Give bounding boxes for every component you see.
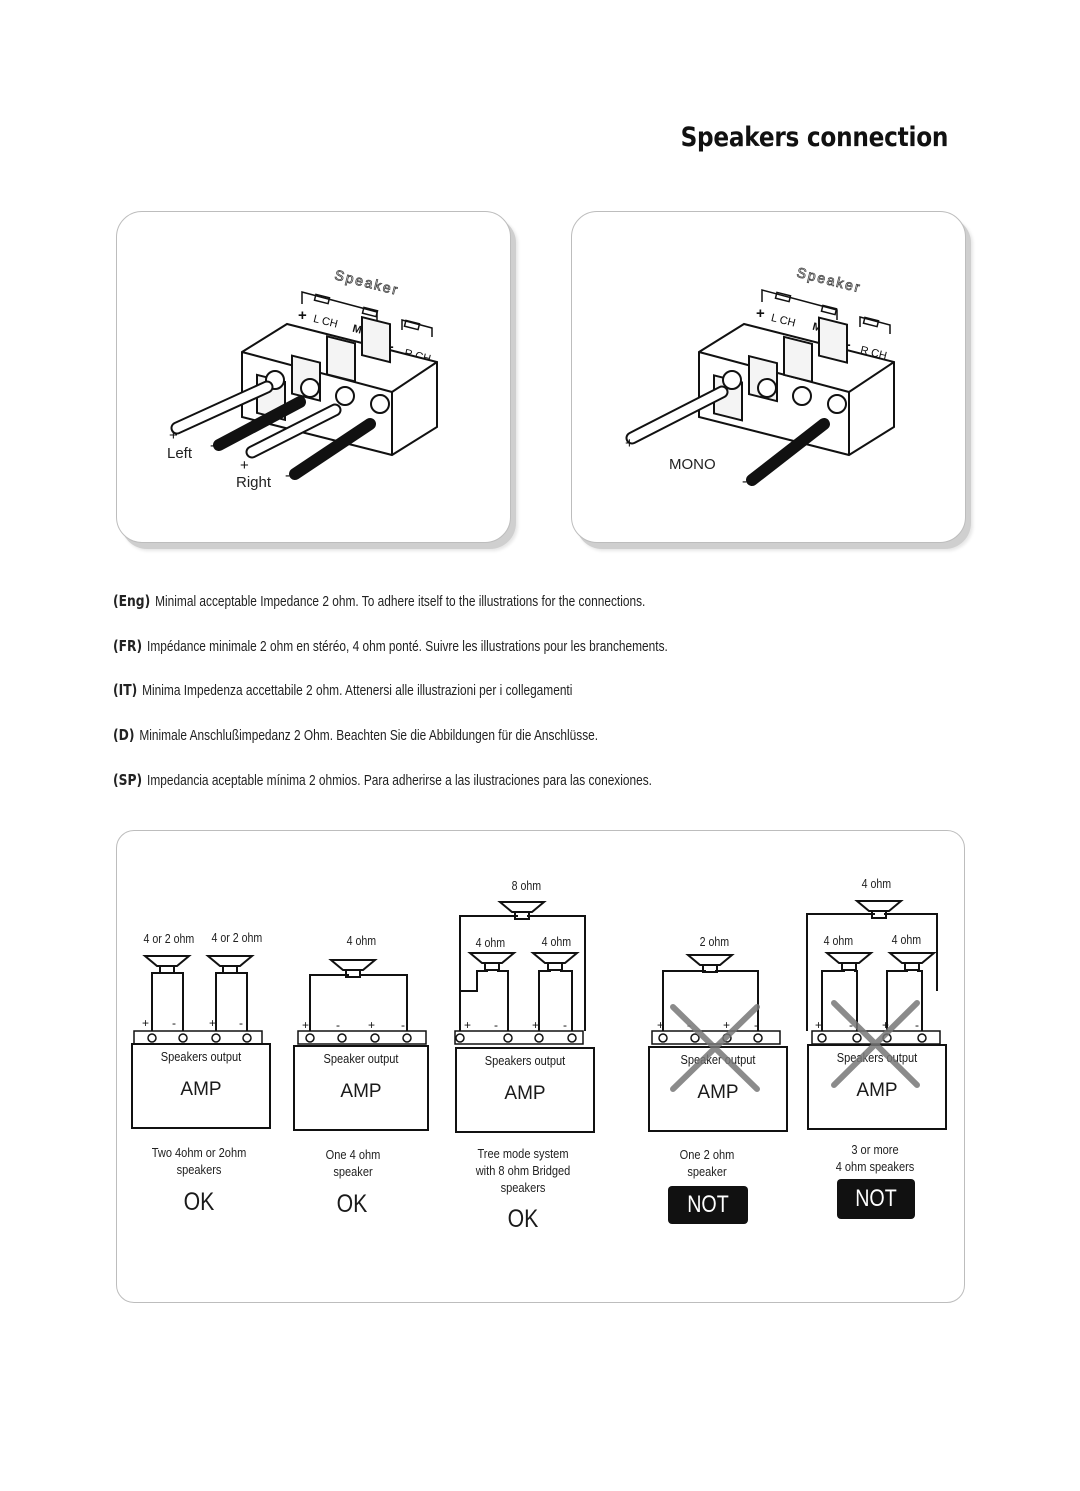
mono-terminal-illustration: Speaker + L CH MONO + R CH: [625, 264, 895, 490]
speakers-output-label: Speakers output: [160, 1049, 242, 1064]
stereo-connection-panel: Speaker + L CH MONO + R CH: [116, 211, 511, 543]
amp-label: AMP: [180, 1079, 222, 1100]
instruction-line-it: (IT)Minima Impedenza accettabile 2 ohm. …: [113, 681, 573, 699]
amplifier-box: Speakers output AMP: [455, 1047, 595, 1133]
not-ok-badge: NOT OK: [837, 1179, 915, 1252]
amp-label: AMP: [697, 1082, 739, 1103]
impedance-label: 4 ohm: [861, 877, 892, 891]
wiring-diagrams-panel: + - + - + - + - + - + - + - + - + - + - 4 or 2 ohm 4 or…: [116, 830, 965, 1303]
mono-plus-sign: +: [625, 435, 634, 452]
svg-text:-: -: [754, 1018, 758, 1032]
terminal-sign-labels: + - + - + - + - + - + - + - + - + - + -: [142, 1016, 919, 1032]
left-minus-sign: -: [210, 437, 215, 454]
amplifier-box: Speaker output AMP: [648, 1046, 788, 1132]
impedance-label: 8 ohm: [511, 879, 542, 893]
page-title: Speakers connection: [680, 122, 948, 153]
speakers-output-label: Speaker output: [323, 1051, 399, 1066]
impedance-label: 4 ohm: [823, 934, 854, 948]
speakers-output-label: Speakers output: [836, 1050, 918, 1065]
lch-label: L CH: [770, 312, 797, 330]
lch-label: L CH: [312, 313, 339, 331]
instruction-line-fr: (FR)Impédance minimale 2 ohm en stéréo, …: [113, 637, 668, 655]
speaker-brand-text: Speaker: [795, 264, 863, 296]
speaker-brand-text: Speaker: [333, 267, 401, 299]
stereo-terminal-illustration: Speaker + L CH MONO + R CH: [169, 266, 438, 484]
svg-text:+: +: [882, 1018, 889, 1032]
instruction-line-sp: (SP)Impedancia aceptable mínima 2 ohmios…: [113, 771, 652, 789]
impedance-label: 4 ohm: [346, 934, 377, 948]
ok-verdict: OK: [336, 1190, 368, 1218]
impedance-label: 4 or 2 ohm: [143, 932, 195, 946]
impedance-label: 4 or 2 ohm: [211, 931, 263, 945]
ok-verdict: OK: [507, 1205, 539, 1233]
amplifier-box: Speakers output AMP: [131, 1043, 271, 1129]
svg-text:-: -: [915, 1018, 919, 1032]
impedance-label: 4 ohm: [541, 935, 572, 949]
svg-text:+: +: [532, 1018, 539, 1032]
svg-text:-: -: [336, 1018, 340, 1032]
svg-text:-: -: [849, 1018, 853, 1032]
terminal-screws: [147, 1033, 927, 1043]
svg-text:-: -: [563, 1018, 567, 1032]
svg-text:+: +: [368, 1018, 375, 1032]
left-plus-sign: +: [169, 427, 178, 444]
svg-text:+: +: [657, 1018, 664, 1032]
amp-label: AMP: [856, 1080, 898, 1101]
right-plus-sign: +: [240, 457, 249, 474]
svg-text:-: -: [494, 1018, 498, 1032]
svg-text:-: -: [239, 1016, 243, 1030]
svg-text:-: -: [687, 1018, 691, 1032]
impedance-label: 4 ohm: [475, 936, 506, 950]
instruction-line-eng: (Eng)Minimal acceptable Impedance 2 ohm.…: [113, 592, 646, 610]
mono-minus-sign: -: [742, 473, 747, 490]
mono-label: MONO: [669, 456, 716, 473]
right-minus-sign: -: [285, 467, 290, 484]
plus-sign: +: [756, 305, 765, 322]
plus-sign: +: [298, 307, 307, 324]
instruction-line-d: (D)Minimale Anschlußimpedanz 2 Ohm. Beac…: [113, 726, 599, 744]
svg-text:+: +: [302, 1018, 309, 1032]
svg-text:+: +: [209, 1016, 216, 1030]
mono-connection-panel: Speaker + L CH MONO + R CH: [571, 211, 966, 543]
impedance-label: 4 ohm: [891, 933, 922, 947]
svg-text:+: +: [723, 1018, 730, 1032]
not-ok-badge: NOT OK: [668, 1186, 748, 1256]
impedance-label: 2 ohm: [699, 935, 730, 949]
amplifier-box: Speaker output AMP: [293, 1045, 429, 1131]
svg-text:+: +: [464, 1018, 471, 1032]
svg-text:-: -: [401, 1018, 405, 1032]
amplifier-box: Speakers output AMP: [807, 1044, 947, 1130]
svg-text:-: -: [172, 1016, 176, 1030]
right-channel-label: Right: [236, 474, 272, 491]
svg-text:+: +: [142, 1016, 149, 1030]
svg-text:+: +: [815, 1018, 822, 1032]
amp-label: AMP: [340, 1081, 382, 1102]
speakers-output-label: Speakers output: [484, 1053, 566, 1068]
left-channel-label: Left: [167, 445, 193, 462]
speakers-output-label: Speaker output: [680, 1052, 756, 1067]
ok-verdict: OK: [183, 1188, 215, 1216]
amp-label: AMP: [504, 1083, 546, 1104]
